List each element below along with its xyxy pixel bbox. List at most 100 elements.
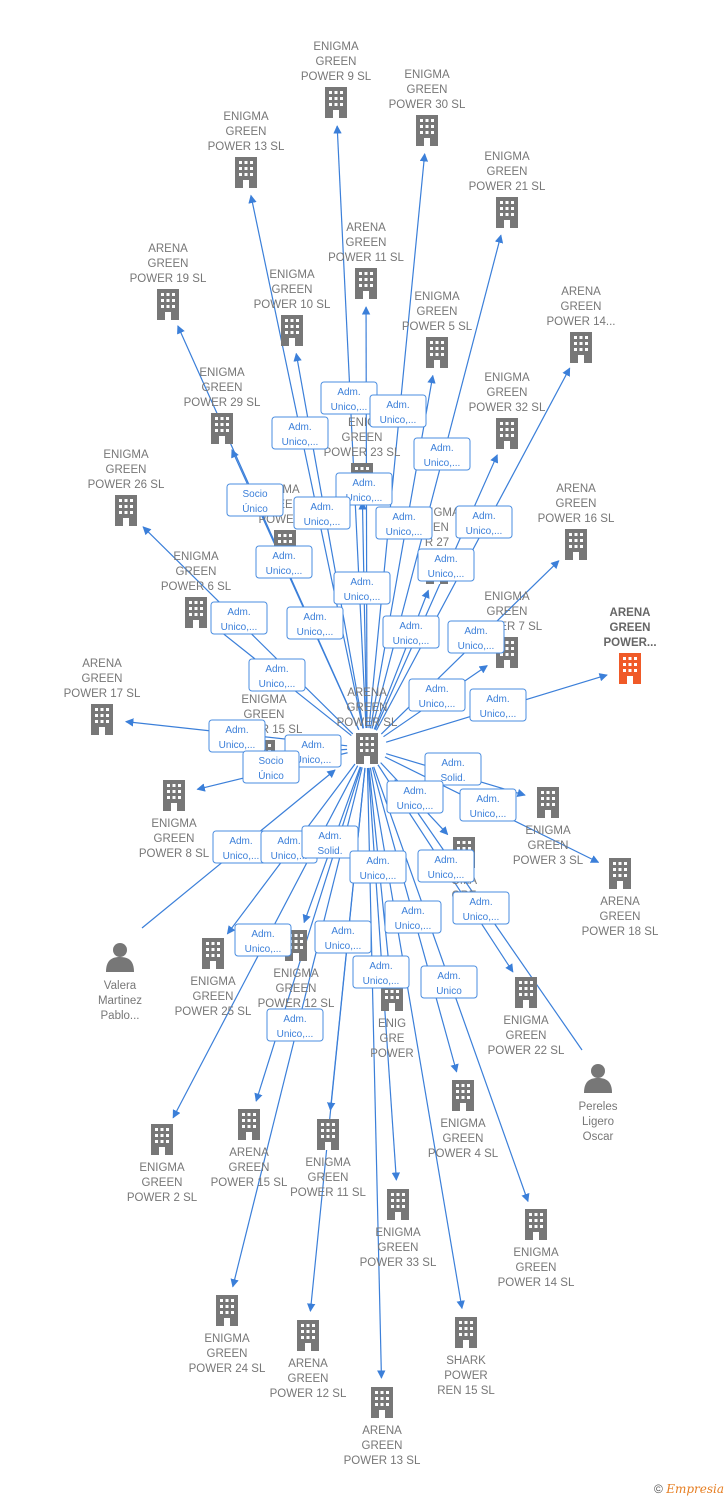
- brand-logo[interactable]: Empresia: [666, 1482, 724, 1496]
- role-text: Adm.: [369, 961, 392, 972]
- role-badge[interactable]: Adm.Unico,...: [455, 505, 513, 539]
- role-badge[interactable]: Adm.Unico,...: [208, 719, 266, 753]
- role-badge[interactable]: Adm.Unico,...: [417, 849, 475, 883]
- building-icon: [216, 1295, 238, 1326]
- role-text: Unico,...: [393, 636, 430, 647]
- copyright-icon: ©: [654, 1482, 663, 1496]
- role-text: Adm.: [469, 897, 492, 908]
- node-label: Pablo...: [101, 1010, 140, 1022]
- role-badge-box: [375, 506, 433, 540]
- role-badge-box: [266, 1008, 324, 1042]
- edge-center-egp10: [293, 352, 365, 729]
- role-badge[interactable]: Adm.Unico,...: [386, 780, 444, 814]
- node-label: POWER 19 SL: [130, 273, 207, 285]
- role-badge[interactable]: Adm.Unico,...: [333, 571, 391, 605]
- node-shark15[interactable]: SHARK POWER REN 15 SL: [437, 1317, 495, 1397]
- node-label: ENIG: [348, 417, 376, 429]
- role-badge[interactable]: Adm.Unico,...: [452, 891, 510, 925]
- role-badge[interactable]: Adm.Unico,...: [335, 472, 393, 506]
- role-badge[interactable]: Adm.Unico,...: [320, 381, 378, 415]
- role-badge[interactable]: Adm.Unico,...: [248, 658, 306, 692]
- role-badge-box: [242, 750, 300, 784]
- edge-center-egp9: [333, 125, 367, 729]
- role-badge[interactable]: Adm.Unico,...: [286, 606, 344, 640]
- role-badge[interactable]: Adm.Unico,...: [293, 496, 351, 530]
- role-badge[interactable]: Adm.Unico,...: [408, 678, 466, 712]
- node-label: ENIGMA: [513, 1247, 559, 1259]
- role-badge[interactable]: Adm.Unico,...: [369, 394, 427, 428]
- role-badge-box: [417, 548, 475, 582]
- node-label: Pereles: [579, 1101, 618, 1113]
- role-badge[interactable]: Adm.Unico,...: [375, 506, 433, 540]
- edge-center-egp27: [373, 589, 430, 730]
- role-badge[interactable]: Adm. Unico,...: [352, 955, 410, 989]
- building-icon: [452, 1080, 474, 1111]
- role-badge[interactable]: Adm.Unico,...: [234, 923, 292, 957]
- role-badge[interactable]: Adm.Unico,...: [266, 1008, 324, 1042]
- node-label: REN 15 SL: [437, 1385, 495, 1397]
- node-label: POWER 11 SL: [290, 1187, 366, 1199]
- role-text: Unico,...: [282, 437, 319, 448]
- node-label: POWER: [444, 1370, 487, 1382]
- node-label: SHARK: [446, 1355, 486, 1367]
- role-badge[interactable]: Adm.Unico: [420, 965, 478, 999]
- role-badge[interactable]: Adm.Unico,...: [271, 416, 329, 450]
- role-text: Adm.: [437, 971, 460, 982]
- role-badge[interactable]: Adm.Unico,...: [469, 688, 527, 722]
- role-badge[interactable]: Adm.Unico,...: [210, 601, 268, 635]
- role-badge[interactable]: Adm.Unico,...: [382, 615, 440, 649]
- role-badge[interactable]: Adm.Unico,...: [255, 545, 313, 579]
- node-label: POWER 18 SL: [582, 926, 659, 938]
- role-badge[interactable]: Adm.Unico,...: [314, 920, 372, 954]
- building-icon: [163, 780, 185, 811]
- node-label: GREEN: [226, 126, 267, 138]
- role-badge[interactable]: Adm.Unico,...: [417, 548, 475, 582]
- node-egpmain[interactable]: ARENAGREENPOWER...: [603, 607, 657, 684]
- role-badge[interactable]: Adm.Unico,...: [459, 788, 517, 822]
- role-badge[interactable]: Adm.Unico,...: [447, 620, 505, 654]
- role-badge[interactable]: Adm.Unico,...: [384, 900, 442, 934]
- role-badge[interactable]: Adm.Solid.: [424, 752, 482, 786]
- role-text: Unico,...: [363, 976, 400, 987]
- role-badge[interactable]: Adm.Unico,...: [413, 437, 471, 471]
- node-valera[interactable]: ValeraMartinezPablo...: [98, 943, 142, 1022]
- role-badge[interactable]: Adm.Unico,...: [349, 850, 407, 884]
- role-badge[interactable]: Adm.Solid.: [301, 825, 359, 859]
